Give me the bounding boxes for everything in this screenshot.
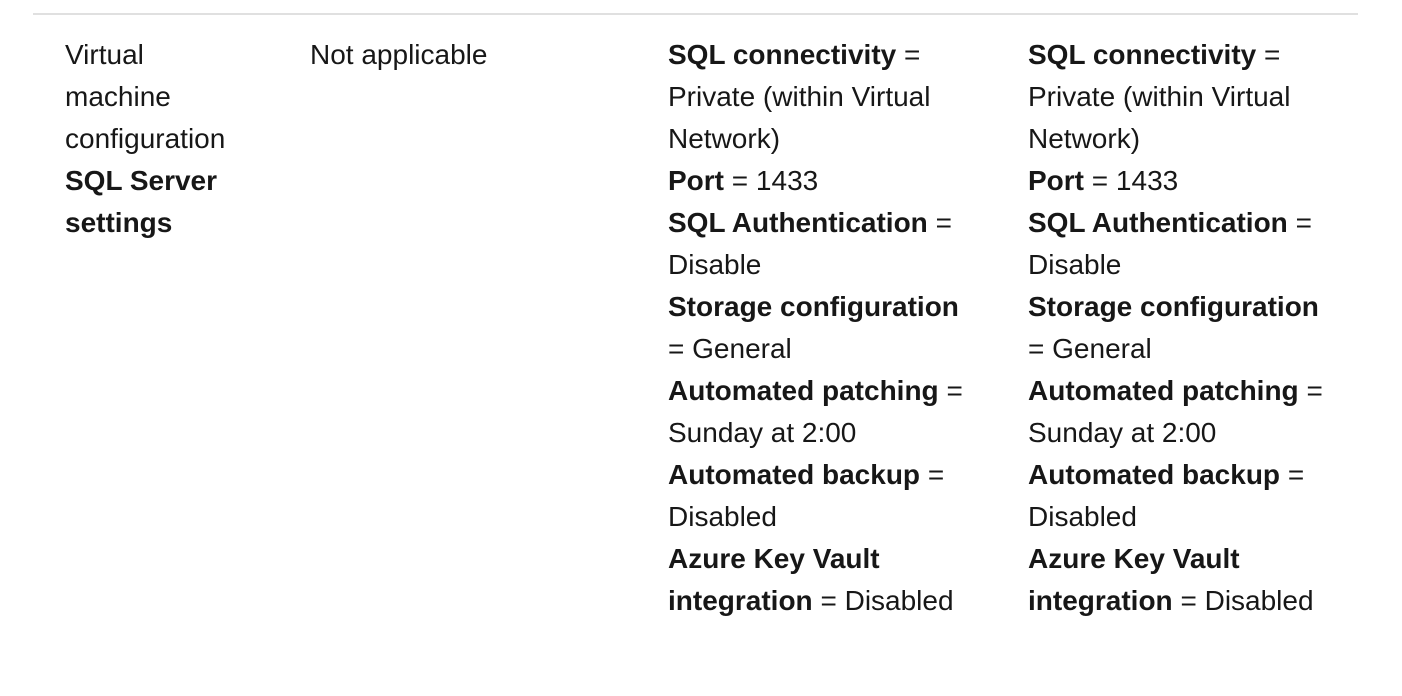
setting-pair: Port = 1433: [1028, 160, 1334, 202]
setting-name: SQL Authentication: [1028, 207, 1288, 238]
setting-name: Automated backup: [1028, 459, 1281, 490]
setting-value: General: [692, 333, 792, 364]
equals-sign: =: [1295, 207, 1312, 238]
setting-name: Storage configuration: [1028, 291, 1319, 322]
equals-sign: =: [1028, 333, 1045, 364]
equals-sign: =: [731, 165, 749, 196]
setting-value: Private (within Virtual Network): [1028, 81, 1291, 154]
setting-pair: Automated backup = Disabled: [668, 454, 974, 538]
sql-settings-cell-2: SQL connectivity = Private (within Virtu…: [996, 14, 1358, 622]
setting-name: Automated patching: [1028, 375, 1299, 406]
setting-name: Automated patching: [668, 375, 939, 406]
document-page: Virtual machine configuration SQL Server…: [0, 13, 1402, 622]
setting-pair: SQL Authentication = Disable: [1028, 202, 1334, 286]
setting-pair: Automated patching = Sunday at 2:00: [668, 370, 974, 454]
equals-sign: =: [1091, 165, 1109, 196]
setting-name: Azure Key Vault integration: [668, 543, 880, 616]
setting-value: 1433: [1115, 165, 1179, 196]
setting-value: Disabled: [668, 501, 777, 532]
option-subtitle: SQL Server settings: [65, 165, 218, 238]
setting-pair: SQL connectivity = Private (within Virtu…: [668, 34, 974, 160]
setting-pair: Azure Key Vault integration = Disabled: [668, 538, 974, 622]
equals-sign: =: [927, 459, 945, 490]
setting-value: Disabled: [844, 585, 954, 616]
settings-table: Virtual machine configuration SQL Server…: [33, 13, 1358, 622]
setting-pair: Automated backup = Disabled: [1028, 454, 1334, 538]
equals-sign: =: [904, 39, 921, 70]
setting-value: Disable: [668, 249, 762, 280]
setting-name: Azure Key Vault integration: [1028, 543, 1240, 616]
not-applicable-text: Not applicable: [310, 39, 488, 70]
setting-pair: Storage configuration = General: [1028, 286, 1334, 370]
setting-value: General: [1052, 333, 1152, 364]
setting-pair: SQL Authentication = Disable: [668, 202, 974, 286]
equals-sign: =: [1180, 585, 1197, 616]
equals-sign: =: [1264, 39, 1281, 70]
sql-settings-cell-1: SQL connectivity = Private (within Virtu…: [636, 14, 996, 622]
option-title: Virtual machine configuration: [65, 39, 226, 154]
setting-value: Disable: [1028, 249, 1122, 280]
setting-name: Automated backup: [668, 459, 921, 490]
setting-name: SQL Authentication: [668, 207, 928, 238]
equals-sign: =: [1287, 459, 1305, 490]
setting-pair: SQL connectivity = Private (within Virtu…: [1028, 34, 1334, 160]
setting-name: SQL connectivity: [668, 39, 897, 70]
setting-value: 1433: [755, 165, 819, 196]
setting-value: Disabled: [1204, 585, 1314, 616]
option-cell: Virtual machine configuration SQL Server…: [33, 14, 278, 622]
setting-name: Port: [668, 165, 724, 196]
not-applicable-cell: Not applicable: [278, 14, 636, 622]
equals-sign: =: [935, 207, 952, 238]
setting-value: Sunday at 2:00: [668, 417, 857, 448]
equals-sign: =: [668, 333, 685, 364]
setting-value: Private (within Virtual Network): [668, 81, 931, 154]
setting-pair: Storage configuration = General: [668, 286, 974, 370]
setting-name: Port: [1028, 165, 1084, 196]
setting-pair: Automated patching = Sunday at 2:00: [1028, 370, 1334, 454]
table-row: Virtual machine configuration SQL Server…: [33, 14, 1358, 622]
equals-sign: =: [820, 585, 837, 616]
setting-value: Sunday at 2:00: [1028, 417, 1217, 448]
setting-pair: Azure Key Vault integration = Disabled: [1028, 538, 1334, 622]
setting-pair: Port = 1433: [668, 160, 974, 202]
equals-sign: =: [1306, 375, 1323, 406]
equals-sign: =: [946, 375, 963, 406]
setting-value: Disabled: [1028, 501, 1137, 532]
setting-name: Storage configuration: [668, 291, 959, 322]
setting-name: SQL connectivity: [1028, 39, 1257, 70]
